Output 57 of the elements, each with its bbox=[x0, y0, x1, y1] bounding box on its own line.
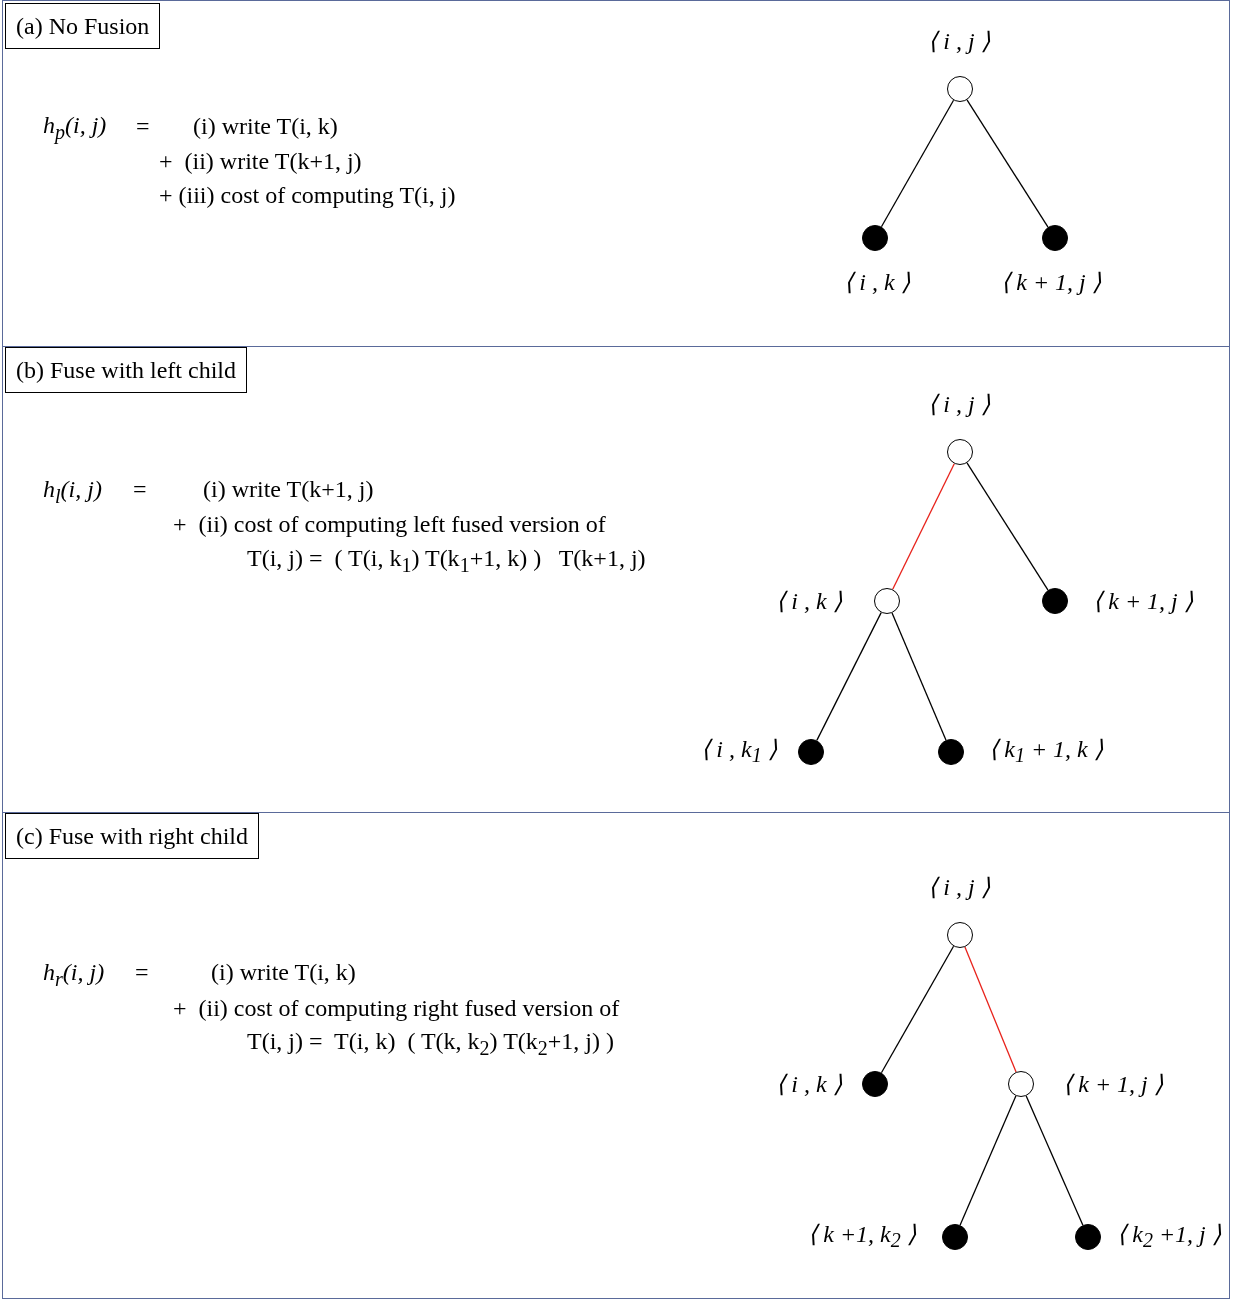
node-label: ⟨ k +1, k$_{2}$ ⟩ bbox=[808, 1219, 916, 1254]
node-label: ⟨ k$_{1}$ + 1, k ⟩ bbox=[989, 734, 1103, 769]
tree-edge bbox=[892, 463, 955, 590]
function-name: h$_{l}$(i, j) bbox=[43, 475, 102, 509]
tree-edge bbox=[959, 1095, 1017, 1226]
tree-edge bbox=[816, 611, 882, 742]
formula-line: T(i, j) = ( T(i, k$_{1}$) T(k$_{1}$+1, k) ) T(k+1, j) bbox=[247, 544, 646, 578]
node-label: ⟨ i , j ⟩ bbox=[928, 873, 990, 901]
node-label: ⟨ k + 1, j ⟩ bbox=[1001, 268, 1101, 296]
node-label: ⟨ k + 1, j ⟩ bbox=[1063, 1070, 1163, 1098]
node-label: ⟨ k + 1, j ⟩ bbox=[1093, 587, 1193, 615]
function-name: h$_{r}$(i, j) bbox=[43, 958, 105, 992]
filled-tree-node bbox=[798, 739, 824, 765]
panel-frame bbox=[2, 346, 1230, 813]
formula-line: + (iii) cost of computing T(i, j) bbox=[159, 181, 456, 209]
equals-sign: = bbox=[135, 958, 149, 986]
tree-edge bbox=[880, 99, 955, 228]
filled-tree-node bbox=[862, 225, 888, 251]
filled-tree-node bbox=[1042, 588, 1068, 614]
panel-frame bbox=[2, 812, 1230, 1299]
node-label: ⟨ i , k ⟩ bbox=[844, 268, 910, 296]
panel-title: (b) Fuse with left child bbox=[5, 347, 247, 393]
tree-edge bbox=[966, 99, 1049, 228]
open-tree-node bbox=[947, 922, 973, 948]
tree-edge bbox=[966, 462, 1049, 591]
node-label: ⟨ i , k ⟩ bbox=[776, 587, 842, 615]
formula-line: + (ii) write T(k+1, j) bbox=[159, 147, 362, 175]
open-tree-node bbox=[1008, 1071, 1034, 1097]
formula-line: + (ii) cost of computing right fused version of bbox=[173, 994, 620, 1022]
filled-tree-node bbox=[1075, 1224, 1101, 1250]
filled-tree-node bbox=[938, 739, 964, 765]
formula-line: + (ii) cost of computing left fused version of bbox=[173, 510, 606, 538]
node-label: ⟨ i , j ⟩ bbox=[928, 390, 990, 418]
open-tree-node bbox=[947, 439, 973, 465]
tree-edge bbox=[891, 612, 947, 741]
node-label: ⟨ i , k ⟩ bbox=[776, 1070, 842, 1098]
equals-sign: = bbox=[133, 475, 147, 503]
panel-title: (c) Fuse with right child bbox=[5, 813, 259, 859]
filled-tree-node bbox=[1042, 225, 1068, 251]
filled-tree-node bbox=[942, 1224, 968, 1250]
formula-line: (i) write T(i, k) bbox=[211, 958, 356, 986]
panel-title: (a) No Fusion bbox=[5, 3, 161, 49]
node-label: ⟨ k$_{2}$ +1, j ⟩ bbox=[1117, 1219, 1221, 1254]
formula-line: (i) write T(i, k) bbox=[193, 112, 338, 140]
equals-sign: = bbox=[136, 112, 150, 140]
open-tree-node bbox=[947, 76, 973, 102]
panel-frame bbox=[2, 0, 1230, 347]
open-tree-node bbox=[874, 588, 900, 614]
formula-line: (i) write T(k+1, j) bbox=[203, 475, 374, 503]
tree-edge bbox=[1025, 1095, 1084, 1226]
node-label: ⟨ i , j ⟩ bbox=[928, 27, 990, 55]
function-name: h$_{p}$(i, j) bbox=[43, 111, 107, 146]
node-label: ⟨ i , k$_{1}$ ⟩ bbox=[701, 734, 777, 769]
tree-edge bbox=[964, 946, 1017, 1073]
filled-tree-node bbox=[862, 1071, 888, 1097]
tree-edge bbox=[880, 945, 955, 1074]
formula-line: T(i, j) = T(i, k) ( T(k, k$_{2}$) T(k$_{2}$+1, j) ) bbox=[247, 1027, 614, 1061]
